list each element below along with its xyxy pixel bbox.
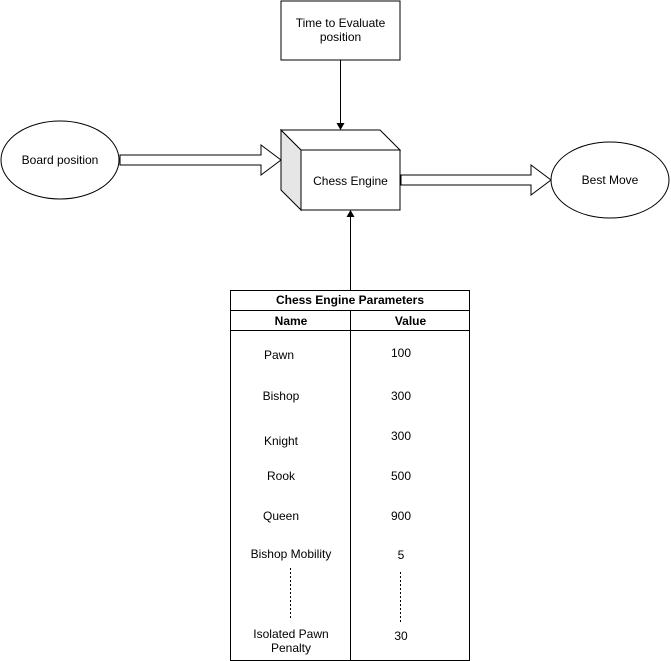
- chess-engine-label: Chess Engine: [313, 174, 388, 188]
- engine-to-best-move-arrow: [400, 164, 552, 196]
- board-to-engine-arrow: [119, 144, 282, 176]
- row-name-bishop: Bishop: [262, 389, 300, 403]
- table-header-name: Name: [274, 314, 308, 328]
- table-to-engine-arrowhead: [346, 210, 355, 217]
- table-title: Chess Engine Parameters: [275, 293, 425, 307]
- row-value-bishop-mobility: 5: [397, 548, 405, 562]
- row-value-pawn: 100: [390, 346, 412, 360]
- row-value-knight: 300: [390, 429, 412, 443]
- engine-cube-front: [300, 149, 401, 211]
- table-header-value: Value: [394, 314, 427, 328]
- time-box-shape: [280, 0, 401, 61]
- row-value-queen: 900: [390, 509, 412, 523]
- best-move-label: Best Move: [581, 173, 639, 187]
- row-name-knight: Knight: [263, 434, 299, 448]
- engine-cube-top: [279, 129, 402, 151]
- row-value-isolated-pawn-penalty: 30: [394, 629, 408, 643]
- row-value-bishop: 300: [390, 389, 412, 403]
- row-name-rook: Rook: [266, 469, 295, 483]
- row-name-queen: Queen: [262, 509, 300, 523]
- best-move-shape: [550, 141, 670, 219]
- board-position-label: Board position: [21, 153, 99, 167]
- row-name-isolated-pawn-penalty: Isolated Pawn Penalty: [253, 627, 329, 655]
- board-position-shape: [0, 120, 120, 200]
- time-box-label: Time to Evaluate position: [295, 16, 386, 44]
- row-value-rook: 500: [390, 469, 412, 483]
- time-to-engine-arrowhead: [336, 123, 345, 130]
- row-name-bishop-mobility: Bishop Mobility: [250, 547, 332, 561]
- row-name-pawn: Pawn: [263, 348, 295, 362]
